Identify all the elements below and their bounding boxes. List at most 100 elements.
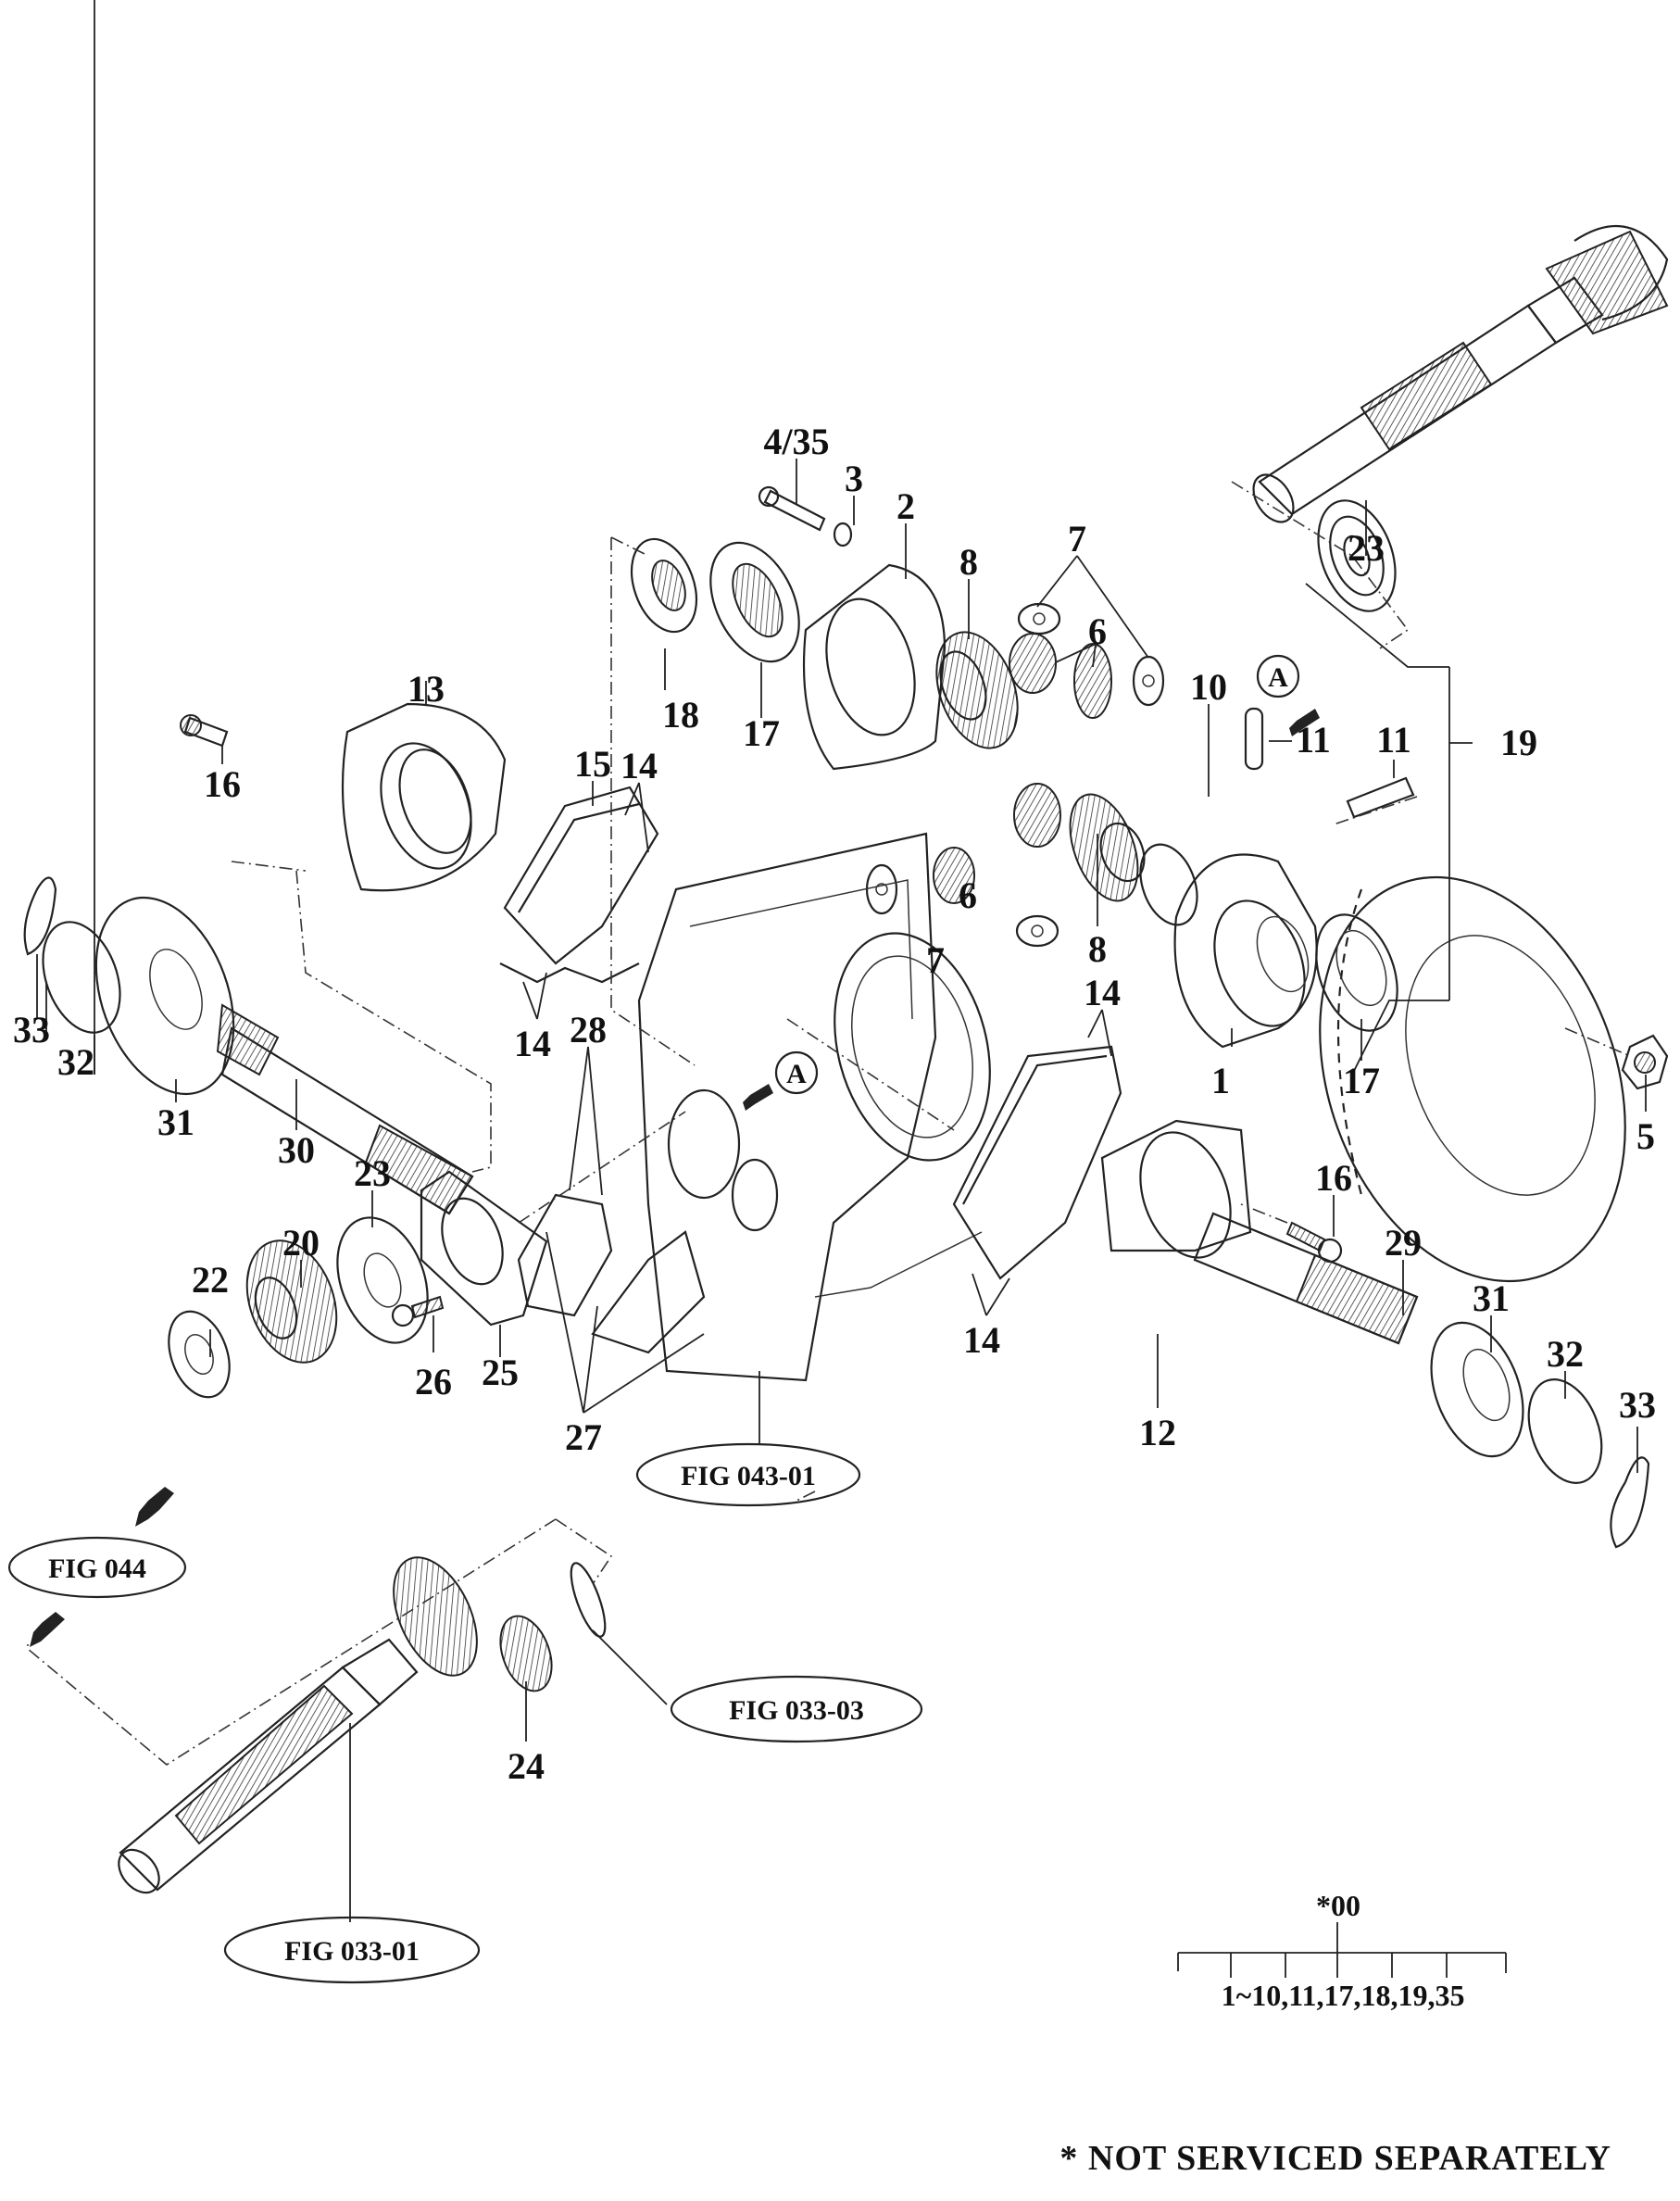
part-label-30: 30 [278, 1129, 315, 1171]
part-label-6-top: 6 [1088, 610, 1107, 652]
pinion-gear-part-6-set [933, 633, 1112, 904]
svg-text:A: A [786, 1059, 807, 1089]
part-number-labels: 1 2 3 4/35 5 6 6 7 7 8 8 10 11 11 12 13 … [13, 421, 1656, 1787]
transmission-housing [637, 832, 991, 1382]
shim-part-32-left [42, 921, 121, 1034]
bearing-part-23-top [1317, 499, 1397, 612]
bearing-part-17-top [709, 541, 800, 663]
part-label-32-left: 32 [57, 1041, 94, 1083]
leader-14b [522, 972, 547, 1020]
part-label-28: 28 [570, 1009, 607, 1050]
leader-14d [972, 1273, 1010, 1316]
lock-nut-part-18 [630, 537, 698, 634]
part-label-27: 27 [565, 1416, 602, 1458]
part-label-22: 22 [192, 1259, 229, 1301]
pin-part-11-vertical [1244, 707, 1264, 771]
arrow-view-a-center [743, 1084, 773, 1111]
part-label-20: 20 [282, 1222, 320, 1264]
part-label-31-left: 31 [157, 1101, 194, 1143]
leader-28 [569, 1046, 603, 1196]
shift-fork-part-27 [591, 1230, 706, 1354]
counter-shaft-part-30 [216, 1003, 474, 1215]
washer-part-10 [1139, 843, 1198, 926]
kit-composition-bracket: *00 1~10,11,17,18,19,35 [1177, 1889, 1507, 2012]
fig-ref-033-03[interactable]: FIG 033-03 [670, 1675, 923, 1743]
bolt-part-4-35 [758, 485, 826, 532]
gear-part-20 [245, 1239, 338, 1364]
part-label-17-top: 17 [743, 712, 780, 754]
part-label-12: 12 [1139, 1412, 1176, 1453]
part-label-13: 13 [407, 668, 445, 710]
leader-27 [545, 1231, 705, 1414]
fig-ref-043-01[interactable]: FIG 043-01 [635, 1442, 861, 1507]
snap-ring-part-33-left [23, 876, 57, 956]
part-label-6-bottom: 6 [959, 874, 977, 916]
leader-lines [36, 0, 1647, 1922]
nut-part-5 [1621, 1034, 1669, 1090]
part-label-33-right: 33 [1619, 1384, 1656, 1426]
part-label-26: 26 [415, 1361, 452, 1402]
part-label-8-bottom: 8 [1088, 928, 1107, 970]
part-label-32-right: 32 [1547, 1333, 1584, 1375]
ring-gear-part-19 [1319, 875, 1626, 1283]
washer-part-3 [833, 522, 853, 547]
part-label-24: 24 [508, 1745, 545, 1787]
svg-text:A: A [1268, 662, 1288, 693]
part-label-23-top: 23 [1348, 527, 1385, 569]
arrow-to-fig-044 [135, 1487, 174, 1527]
part-label-4-35: 4/35 [763, 421, 829, 462]
svg-text:FIG 044: FIG 044 [48, 1553, 146, 1584]
part-label-2: 2 [896, 485, 915, 527]
kit-code: *00 [1316, 1889, 1360, 1922]
snap-ring-fig-033-03 [570, 1562, 607, 1638]
bolt-part-16-left [180, 714, 229, 748]
part-label-7-bottom: 7 [926, 939, 945, 981]
bracket-part-19 [1305, 583, 1450, 1075]
shift-fork-part-28 [517, 1193, 613, 1317]
bearing-part-23-left [336, 1216, 429, 1344]
output-shaft-part-29 [1193, 1212, 1419, 1345]
fig-ref-044[interactable]: FIG 044 [7, 1536, 187, 1599]
bearing-retainer-part-25 [420, 1170, 548, 1327]
part-label-25: 25 [482, 1352, 519, 1393]
svg-text:FIG 043-01: FIG 043-01 [681, 1461, 816, 1491]
pin-part-11-angled [1346, 776, 1415, 819]
part-label-7-top: 7 [1068, 518, 1086, 560]
snap-ring-part-33-right [1610, 1456, 1650, 1549]
part-label-5: 5 [1636, 1115, 1655, 1157]
bolt-part-26 [391, 1295, 445, 1327]
input-shaft-fig-033-01 [118, 1556, 478, 1894]
bearing-part-31-left [94, 896, 235, 1096]
view-marker-a-top: A [1256, 654, 1300, 698]
part-label-15: 15 [574, 743, 611, 785]
part-label-31-right: 31 [1473, 1277, 1510, 1319]
bearing-housing-part-13 [341, 702, 507, 892]
arrow-view-a-top [1289, 709, 1320, 736]
assembly-guide-lines [27, 481, 1631, 1766]
view-marker-a-center: A [774, 1050, 819, 1095]
fig-ref-033-01[interactable]: FIG 033-01 [223, 1916, 481, 1984]
side-gear-part-8-lower [1069, 793, 1146, 902]
shift-fork-part-14-right [952, 1045, 1122, 1280]
part-label-18: 18 [662, 694, 699, 736]
kit-members: 1~10,11,17,18,19,35 [1222, 1979, 1465, 2012]
svg-text:FIG 033-01: FIG 033-01 [284, 1936, 420, 1967]
part-label-33-left: 33 [13, 1009, 50, 1050]
shift-fork-part-15 [499, 786, 659, 984]
part-label-3: 3 [845, 458, 863, 499]
needle-bearing-part-24 [499, 1615, 553, 1692]
footnote-not-serviced-separately: * NOT SERVICED SEPARATELY [1059, 2139, 1611, 2178]
leader-14a [624, 782, 649, 853]
part-label-1: 1 [1211, 1060, 1230, 1101]
part-label-23-left: 23 [354, 1152, 391, 1194]
shim-part-32-right [1527, 1378, 1603, 1484]
part-label-14-bottom-right: 14 [963, 1319, 1000, 1361]
arrow-from-fig-044 [30, 1612, 65, 1647]
part-label-29: 29 [1385, 1222, 1422, 1264]
part-label-19: 19 [1500, 722, 1537, 763]
part-label-17-right: 17 [1343, 1060, 1380, 1101]
part-label-11-left: 11 [1296, 719, 1331, 761]
part-label-14-top-left: 14 [621, 745, 658, 786]
leader-14c [1087, 1009, 1112, 1057]
